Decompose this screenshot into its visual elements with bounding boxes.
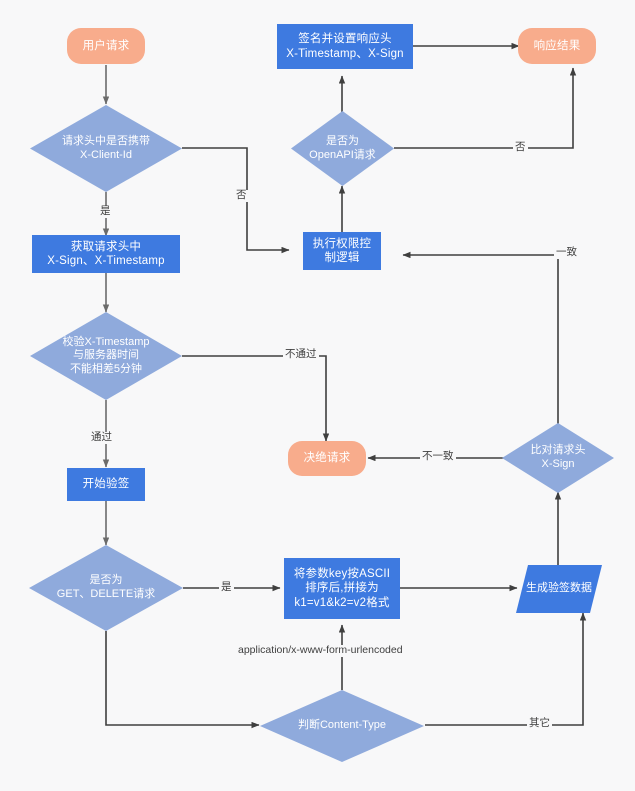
node-get-headers-label: 获取请求头中 X-Sign、X-Timestamp xyxy=(47,240,165,267)
edge-label-client-id-no: 否 xyxy=(234,189,249,202)
edge-label-content-type-urlencoded: application/x-www-form-urlencoded xyxy=(236,644,405,657)
node-check-timestamp-label: 校验X-Timestamp 与服务器时间 不能相差5分钟 xyxy=(62,335,150,375)
diamond-shape xyxy=(260,690,424,762)
node-gen-sign-data[interactable]: 生成验签数据 xyxy=(516,565,602,613)
node-user-request[interactable]: 用户请求 xyxy=(67,28,145,64)
node-is-openapi-label: 是否为 OpenAPI请求 xyxy=(309,134,376,161)
parallelogram-shape xyxy=(516,565,602,613)
node-is-get-delete-label: 是否为 GET、DELETE请求 xyxy=(56,574,156,600)
node-auth-logic-label: 执行权限控 制逻辑 xyxy=(312,237,372,264)
node-compare-sign-label: 比对请求头 X-Sign xyxy=(530,444,586,470)
edge-label-content-type-other: 其它 xyxy=(527,717,552,730)
edge-label-sign-match: 一致 xyxy=(554,246,579,259)
node-is-openapi[interactable]: 是否为 OpenAPI请求 xyxy=(291,111,394,186)
node-compare-sign[interactable]: 比对请求头 X-Sign xyxy=(502,423,614,493)
node-check-timestamp[interactable]: 校验X-Timestamp 与服务器时间 不能相差5分钟 xyxy=(30,312,182,400)
edge-label-openapi-no: 否 xyxy=(513,141,528,154)
diamond-shape xyxy=(291,111,394,186)
node-get-headers[interactable]: 获取请求头中 X-Sign、X-Timestamp xyxy=(32,235,180,273)
diamond-shape xyxy=(30,312,182,400)
node-judge-content-type-label: 判断Content-Type xyxy=(297,719,387,732)
node-reject-request-label: 决绝请求 xyxy=(303,452,351,465)
node-check-client-id-label: 请求头中是否携带 X-Client-Id xyxy=(62,134,150,161)
diamond-shape xyxy=(29,545,183,631)
node-is-get-delete[interactable]: 是否为 GET、DELETE请求 xyxy=(29,545,183,631)
edge-label-timestamp-fail: 不通过 xyxy=(283,348,319,361)
node-response-result-label: 响应结果 xyxy=(533,39,581,52)
node-start-verify[interactable]: 开始验签 xyxy=(67,468,145,501)
diamond-shape xyxy=(502,423,614,493)
diamond-shape xyxy=(30,105,182,192)
node-judge-content-type[interactable]: 判断Content-Type xyxy=(260,690,424,762)
node-sort-params-label: 将参数key按ASCII 排序后,拼接为 k1=v1&k2=v2格式 xyxy=(293,568,391,609)
edge-label-client-id-yes: 是 xyxy=(98,205,113,218)
node-auth-logic[interactable]: 执行权限控 制逻辑 xyxy=(303,232,381,270)
edge-label-timestamp-pass: 通过 xyxy=(89,431,114,444)
edge-label-get-delete-yes: 是 xyxy=(219,581,234,594)
node-sign-response-label: 签名并设置响应头 X-Timestamp、X-Sign xyxy=(286,33,404,60)
node-sign-response[interactable]: 签名并设置响应头 X-Timestamp、X-Sign xyxy=(277,24,413,69)
node-start-verify-label: 开始验签 xyxy=(82,478,130,491)
node-gen-sign-data-label: 生成验签数据 xyxy=(526,582,592,595)
node-sort-params[interactable]: 将参数key按ASCII 排序后,拼接为 k1=v1&k2=v2格式 xyxy=(284,558,400,619)
node-user-request-label: 用户请求 xyxy=(82,39,130,52)
node-check-client-id[interactable]: 请求头中是否携带 X-Client-Id xyxy=(30,105,182,192)
edge-label-sign-mismatch: 不一致 xyxy=(420,450,456,463)
node-response-result[interactable]: 响应结果 xyxy=(518,28,596,64)
node-reject-request[interactable]: 决绝请求 xyxy=(288,441,366,476)
